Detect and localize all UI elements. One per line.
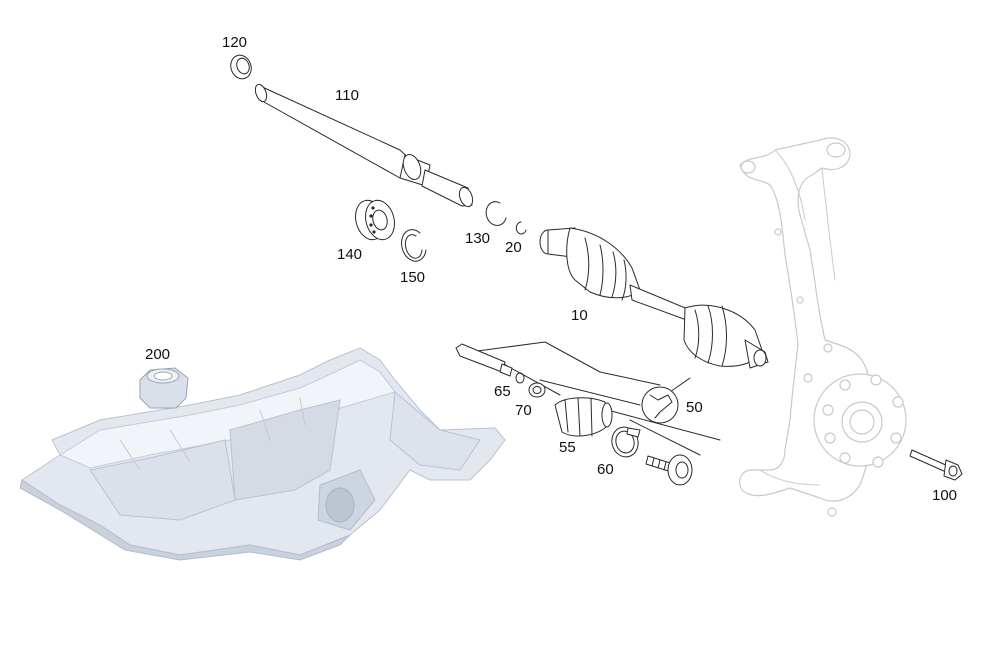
- hose-clamp-60: [611, 426, 641, 458]
- steering-knuckle: [739, 137, 907, 517]
- boot-55: [554, 397, 613, 437]
- bearing-140: [355, 199, 395, 241]
- clamp-70: [528, 382, 546, 398]
- o-ring-65: [515, 372, 525, 384]
- callout-150: 150: [400, 269, 425, 286]
- drive-shaft-10: [539, 227, 769, 369]
- callout-120: 120: [222, 34, 247, 51]
- callout-200: 200: [145, 346, 170, 363]
- callout-60: 60: [597, 461, 614, 478]
- callout-140: 140: [337, 246, 362, 263]
- circlip-20: [515, 221, 527, 235]
- callout-20: 20: [505, 239, 522, 256]
- callout-130: 130: [465, 230, 490, 247]
- callout-55: 55: [559, 439, 576, 456]
- hex-nut-200: [139, 367, 189, 409]
- intermediate-shaft-110: [254, 83, 474, 208]
- hub-bolt: [645, 454, 693, 486]
- ring-120: [230, 54, 252, 80]
- boot-kit-bracket: [469, 341, 721, 456]
- grease-tube-65: [455, 343, 513, 377]
- callout-110: 110: [335, 87, 359, 104]
- snap-ring-130: [485, 201, 507, 226]
- tool-50: [641, 386, 679, 424]
- callout-10: 10: [571, 307, 588, 324]
- callout-100: 100: [932, 487, 957, 504]
- snap-ring-150: [401, 229, 427, 262]
- callout-65: 65: [494, 383, 511, 400]
- oil-pan: [19, 347, 506, 561]
- callout-50: 50: [686, 399, 703, 416]
- callout-70: 70: [515, 402, 532, 419]
- bolt-100: [909, 449, 963, 481]
